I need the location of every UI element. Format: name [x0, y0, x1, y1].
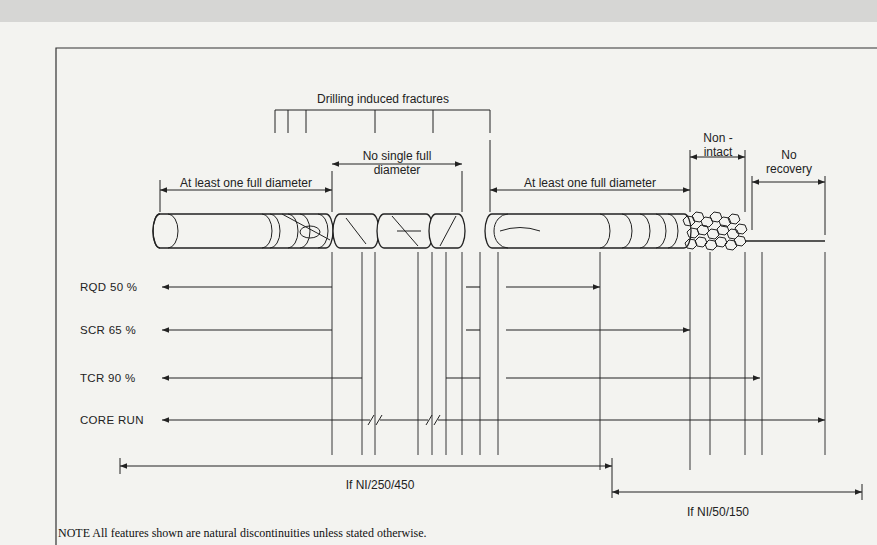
guide-line — [332, 252, 333, 455]
bracket-tick — [306, 110, 307, 133]
measure-arrow — [162, 377, 362, 378]
dimension-label: No single full diameter — [352, 149, 442, 177]
core-piece — [333, 214, 379, 248]
row-label: TCR 90 % — [80, 371, 135, 385]
break-mark — [368, 415, 382, 425]
extent-tick — [690, 150, 691, 212]
extent-tick — [160, 180, 161, 212]
dimension-label: At least one full diameter — [510, 176, 670, 190]
bracket-line — [275, 110, 490, 111]
core-piece — [485, 214, 691, 248]
discontinuity — [622, 214, 632, 248]
dimension-label: At least one full diameter — [166, 176, 326, 190]
note-text: NOTE All features shown are natural disc… — [58, 526, 427, 540]
guide-line — [432, 252, 433, 455]
bracket-tick — [288, 110, 289, 133]
discontinuity — [600, 214, 610, 248]
inclined-fracture — [282, 214, 330, 240]
break-mark — [426, 415, 440, 425]
discontinuity — [300, 214, 310, 248]
span-tick — [862, 484, 863, 500]
core-piece — [429, 214, 465, 248]
discontinuity — [656, 214, 666, 248]
discontinuity — [640, 214, 650, 248]
inclined-fracture — [440, 216, 456, 246]
extent-tick — [752, 176, 753, 230]
bracket-tick — [433, 110, 434, 133]
guide-line — [498, 252, 499, 455]
inclined-fracture — [346, 218, 366, 244]
discontinuity — [288, 214, 298, 248]
measure-arrow — [162, 419, 370, 420]
discontinuity — [270, 214, 280, 248]
bracket-tick — [490, 110, 491, 133]
span-tick — [120, 458, 121, 474]
fracture — [397, 231, 421, 232]
rubble-fragment — [728, 214, 740, 224]
dimension-label: Non - intact — [688, 131, 748, 159]
measure-arrow — [466, 329, 480, 330]
measure-arrow — [446, 377, 480, 378]
span-arrow — [612, 491, 862, 492]
measure-arrow — [506, 377, 760, 378]
guide-line — [762, 252, 763, 455]
frame — [56, 48, 877, 545]
row-label: CORE RUN — [80, 413, 144, 427]
guide-line — [375, 252, 376, 455]
measure-arrow — [466, 286, 480, 287]
row-label: RQD 50 % — [80, 280, 137, 294]
dimension-label: If NI/250/450 — [300, 478, 460, 492]
rubble-fragment — [735, 224, 747, 234]
fracture — [500, 228, 540, 232]
guide-line — [710, 252, 711, 455]
guide-line — [418, 252, 419, 455]
no-recovery-line — [745, 240, 825, 241]
bracket-tick — [375, 110, 376, 133]
measure-arrow — [162, 329, 332, 330]
bracket-tick — [275, 110, 276, 133]
fracture-ellipse — [300, 226, 320, 238]
core-end — [153, 214, 160, 248]
dimension-label: Drilling induced fractures — [288, 92, 478, 106]
dimension-label: No recovery — [759, 148, 819, 176]
measure-arrow — [506, 329, 690, 330]
paper — [0, 22, 877, 545]
discontinuity — [262, 214, 272, 248]
extent-tick — [745, 150, 746, 212]
discontinuity — [168, 214, 178, 248]
guide-line — [825, 252, 826, 455]
guide-line — [480, 252, 481, 455]
guide-line — [362, 252, 363, 455]
measure-arrow — [380, 419, 428, 420]
measure-arrow — [506, 286, 600, 287]
measure-arrow — [162, 286, 332, 287]
row-label: SCR 65 % — [80, 323, 136, 337]
guide-line — [690, 252, 691, 470]
extent-tick — [825, 176, 826, 235]
guide-line — [446, 252, 447, 455]
extent-tick — [490, 140, 491, 212]
guide-line — [745, 252, 746, 455]
discontinuity — [668, 214, 678, 248]
rubble-fragment — [734, 236, 746, 246]
core-piece — [153, 214, 333, 248]
guide-line — [600, 252, 601, 470]
extent-arrow — [752, 182, 825, 183]
span-arrow — [120, 465, 612, 466]
extent-tick — [462, 171, 463, 212]
rubble-fragment — [725, 240, 737, 250]
core-piece — [377, 214, 433, 248]
rubble-fragment — [683, 216, 695, 226]
measure-arrow — [438, 419, 825, 420]
extent-tick — [332, 171, 333, 212]
dimension-label: If NI/50/150 — [638, 505, 798, 519]
guide-line — [462, 252, 463, 455]
